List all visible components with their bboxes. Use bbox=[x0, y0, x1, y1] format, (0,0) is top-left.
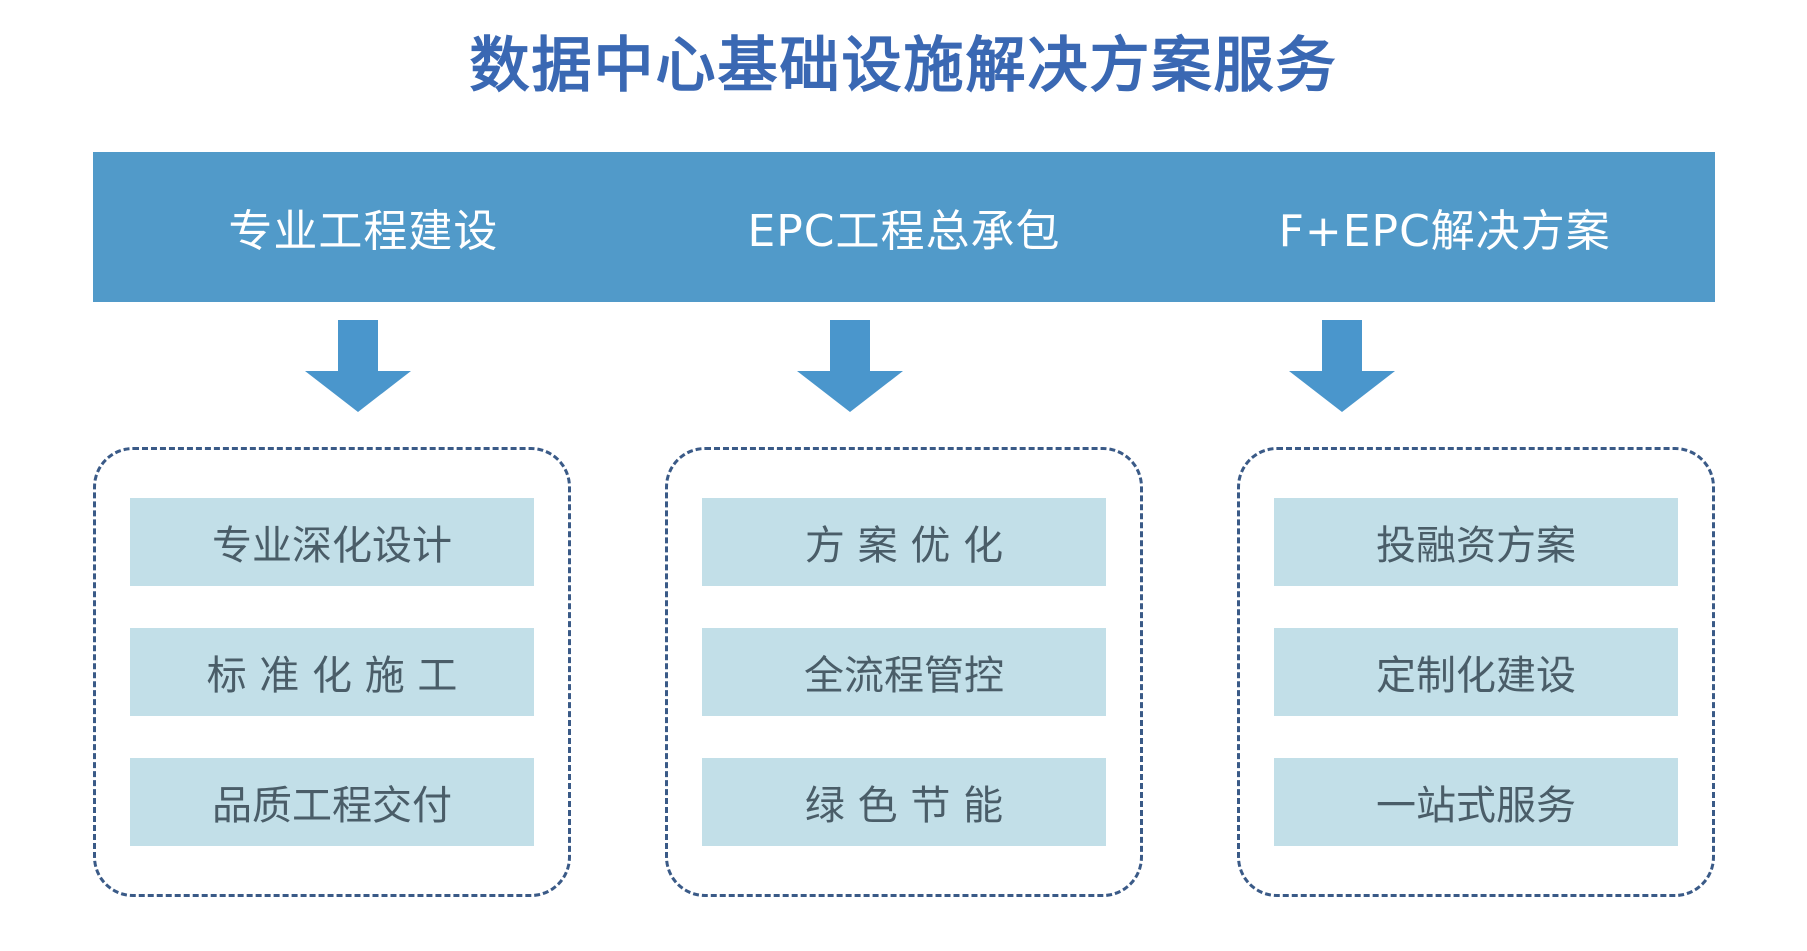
down-arrow-icon-1 bbox=[305, 320, 411, 412]
header-band: 专业工程建设 EPC工程总承包 F+EPC解决方案 bbox=[93, 152, 1715, 302]
down-arrow-icon-2 bbox=[797, 320, 903, 412]
columns-container: 专业深化设计 标 准 化 施 工 品质工程交付 方 案 优 化 全流程管控 绿 … bbox=[93, 447, 1715, 897]
list-item[interactable]: 全流程管控 bbox=[702, 628, 1106, 716]
down-arrow-icon-3 bbox=[1289, 320, 1395, 412]
list-item[interactable]: 标 准 化 施 工 bbox=[130, 628, 534, 716]
list-item[interactable]: 方 案 优 化 bbox=[702, 498, 1106, 586]
column-header-professional-engineering[interactable]: 专业工程建设 bbox=[228, 206, 499, 257]
column-header-f-epc-solution[interactable]: F+EPC解决方案 bbox=[1278, 206, 1611, 257]
list-item[interactable]: 品质工程交付 bbox=[130, 758, 534, 846]
list-item[interactable]: 绿 色 节 能 bbox=[702, 758, 1106, 846]
list-item[interactable]: 投融资方案 bbox=[1274, 498, 1678, 586]
list-item[interactable]: 专业深化设计 bbox=[130, 498, 534, 586]
column-panel-epc-general-contracting: 方 案 优 化 全流程管控 绿 色 节 能 bbox=[665, 447, 1143, 897]
list-item[interactable]: 一站式服务 bbox=[1274, 758, 1678, 846]
column-header-epc-general-contracting[interactable]: EPC工程总承包 bbox=[747, 206, 1061, 257]
column-panel-f-epc-solution: 投融资方案 定制化建设 一站式服务 bbox=[1237, 447, 1715, 897]
list-item[interactable]: 定制化建设 bbox=[1274, 628, 1678, 716]
page-title: 数据中心基础设施解决方案服务 bbox=[469, 31, 1338, 101]
column-panel-professional-engineering: 专业深化设计 标 准 化 施 工 品质工程交付 bbox=[93, 447, 571, 897]
